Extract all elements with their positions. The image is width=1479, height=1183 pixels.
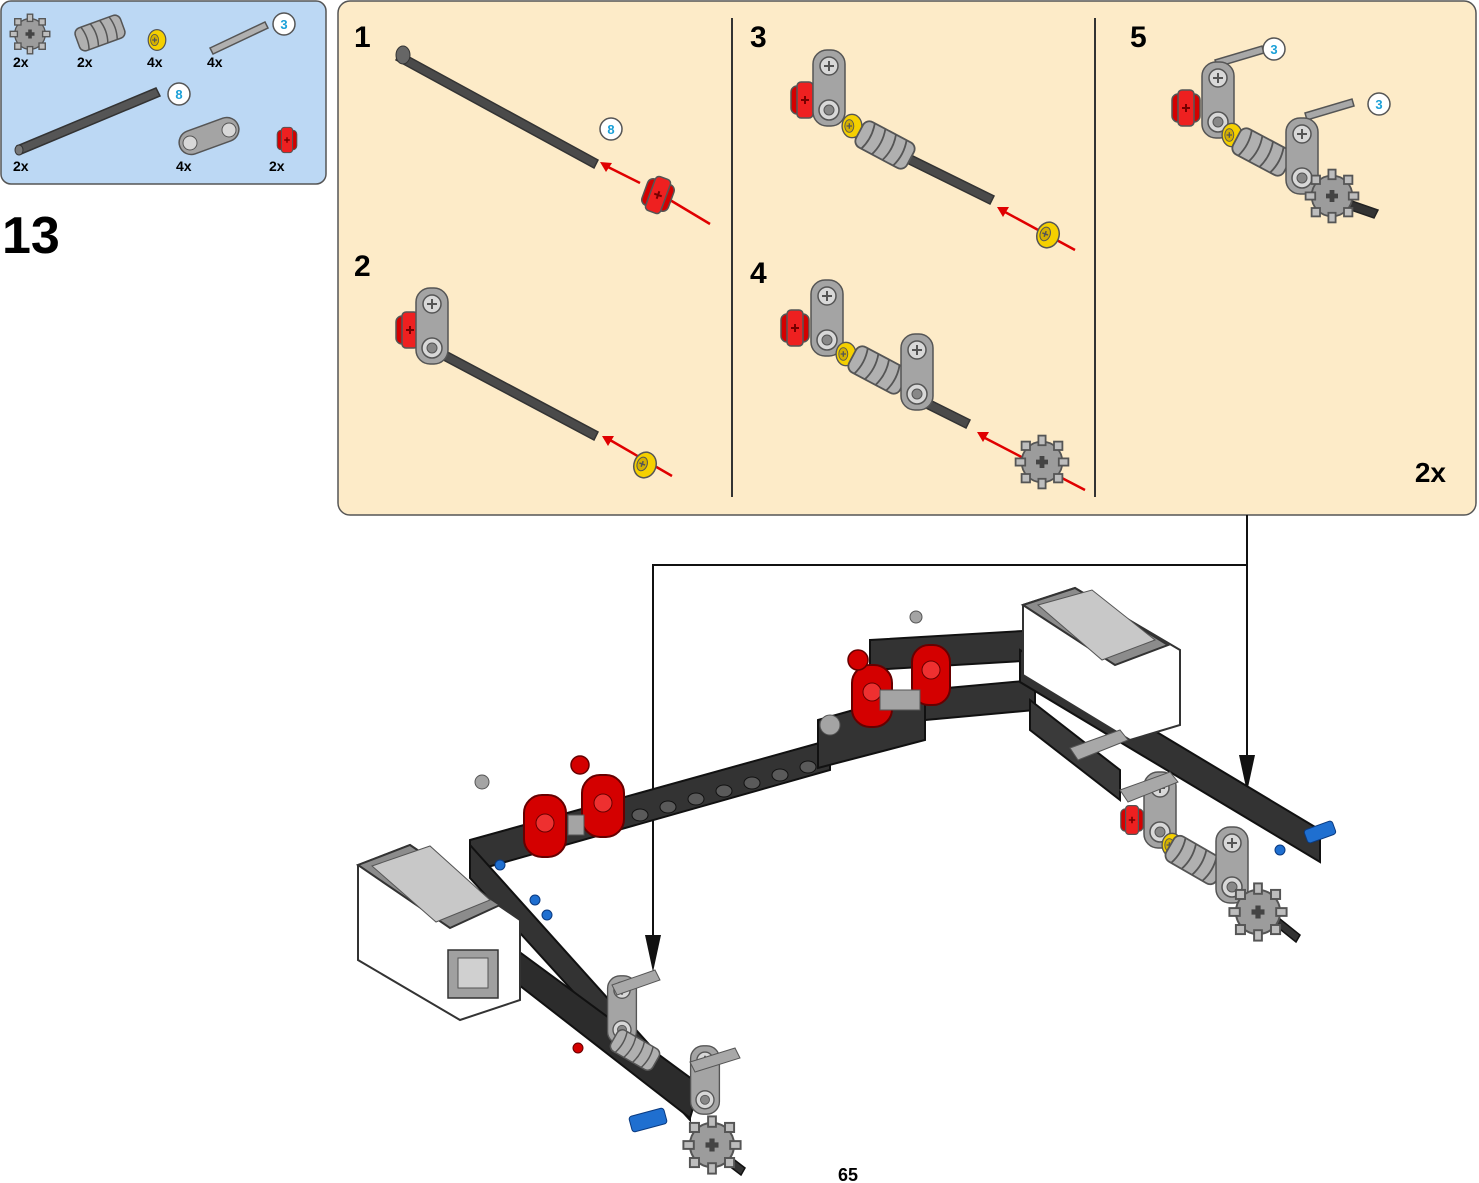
sub-assembly-panel: 1 8 2 3 [337, 0, 1477, 516]
beam-black [469, 738, 831, 874]
sub-step-number: 2 [354, 250, 371, 283]
sub-step-2: 2 [354, 250, 673, 482]
length-callout-3: 3 [272, 12, 296, 36]
sensor-housing-right [1020, 586, 1181, 742]
axle-8-icon [14, 87, 162, 156]
length-callout-8: 8 [599, 117, 623, 141]
part-qty-red-bush: 2x [269, 158, 285, 174]
sub-step-number: 5 [1130, 21, 1147, 54]
sub-step-3: 3 [750, 21, 1076, 252]
red-connectors-centre [819, 610, 951, 736]
placement-arrows [652, 515, 1248, 960]
sub-step-number: 3 [750, 21, 767, 54]
red-bush-icon [276, 126, 298, 154]
red-connectors-left [474, 755, 625, 858]
axle-pin-connector-icon [178, 116, 240, 156]
part-qty-axle-3: 4x [207, 54, 223, 70]
part-qty-connector: 4x [176, 158, 192, 174]
sub-assembly-multiplier: 2x [1415, 457, 1447, 488]
part-qty-axle-8: 2x [13, 158, 29, 174]
sub-step-number: 1 [354, 21, 371, 54]
axle-pin-connector-part [810, 279, 844, 357]
axle-3-icon [208, 21, 270, 55]
yellow-bush-icon [147, 29, 167, 52]
page-number: 65 [838, 1165, 858, 1183]
part-qty-gear: 2x [13, 54, 29, 70]
placement-arrow-left [652, 515, 1248, 960]
svg-text:8: 8 [607, 122, 614, 137]
worm-assembly-right [1069, 729, 1301, 944]
length-callout-3: 3 [1367, 92, 1391, 116]
beam-holes [631, 760, 817, 822]
beam-black [869, 628, 1041, 672]
svg-text:3: 3 [1270, 42, 1277, 57]
gear-12-tooth-icon [9, 13, 51, 55]
length-callout-8: 8 [167, 82, 191, 106]
part-qty-worm-gear: 2x [77, 54, 93, 70]
part-qty-yellow-bush: 4x [147, 54, 163, 70]
sub-step-1: 1 8 [354, 21, 711, 226]
gear-12-tooth-part [1304, 168, 1360, 224]
red-bush-part [1171, 89, 1201, 127]
sub-step-5: 5 3 3 [1130, 21, 1391, 224]
axle-length-label: 3 [280, 17, 287, 32]
svg-text:3: 3 [1375, 97, 1382, 112]
axle-pin-connector-part [900, 333, 934, 411]
step-number: 13 [2, 207, 60, 265]
red-bush-part [780, 309, 810, 347]
axle-pin-connector-part [415, 287, 449, 365]
main-model [355, 586, 1337, 1177]
sub-step-number: 4 [750, 257, 767, 290]
worm-assembly-left [572, 969, 746, 1177]
sub-step-4: 4 [750, 257, 1086, 492]
gear-12-tooth-part [1014, 434, 1070, 490]
axle-length-label: 8 [175, 87, 182, 102]
axle-pin-connector-part [812, 49, 846, 127]
parts-list-panel: 2x 2x 4x 3 4x 8 2x 4x [0, 0, 327, 185]
sensor-housing-left [355, 843, 521, 1022]
length-callout-3: 3 [1262, 37, 1286, 61]
